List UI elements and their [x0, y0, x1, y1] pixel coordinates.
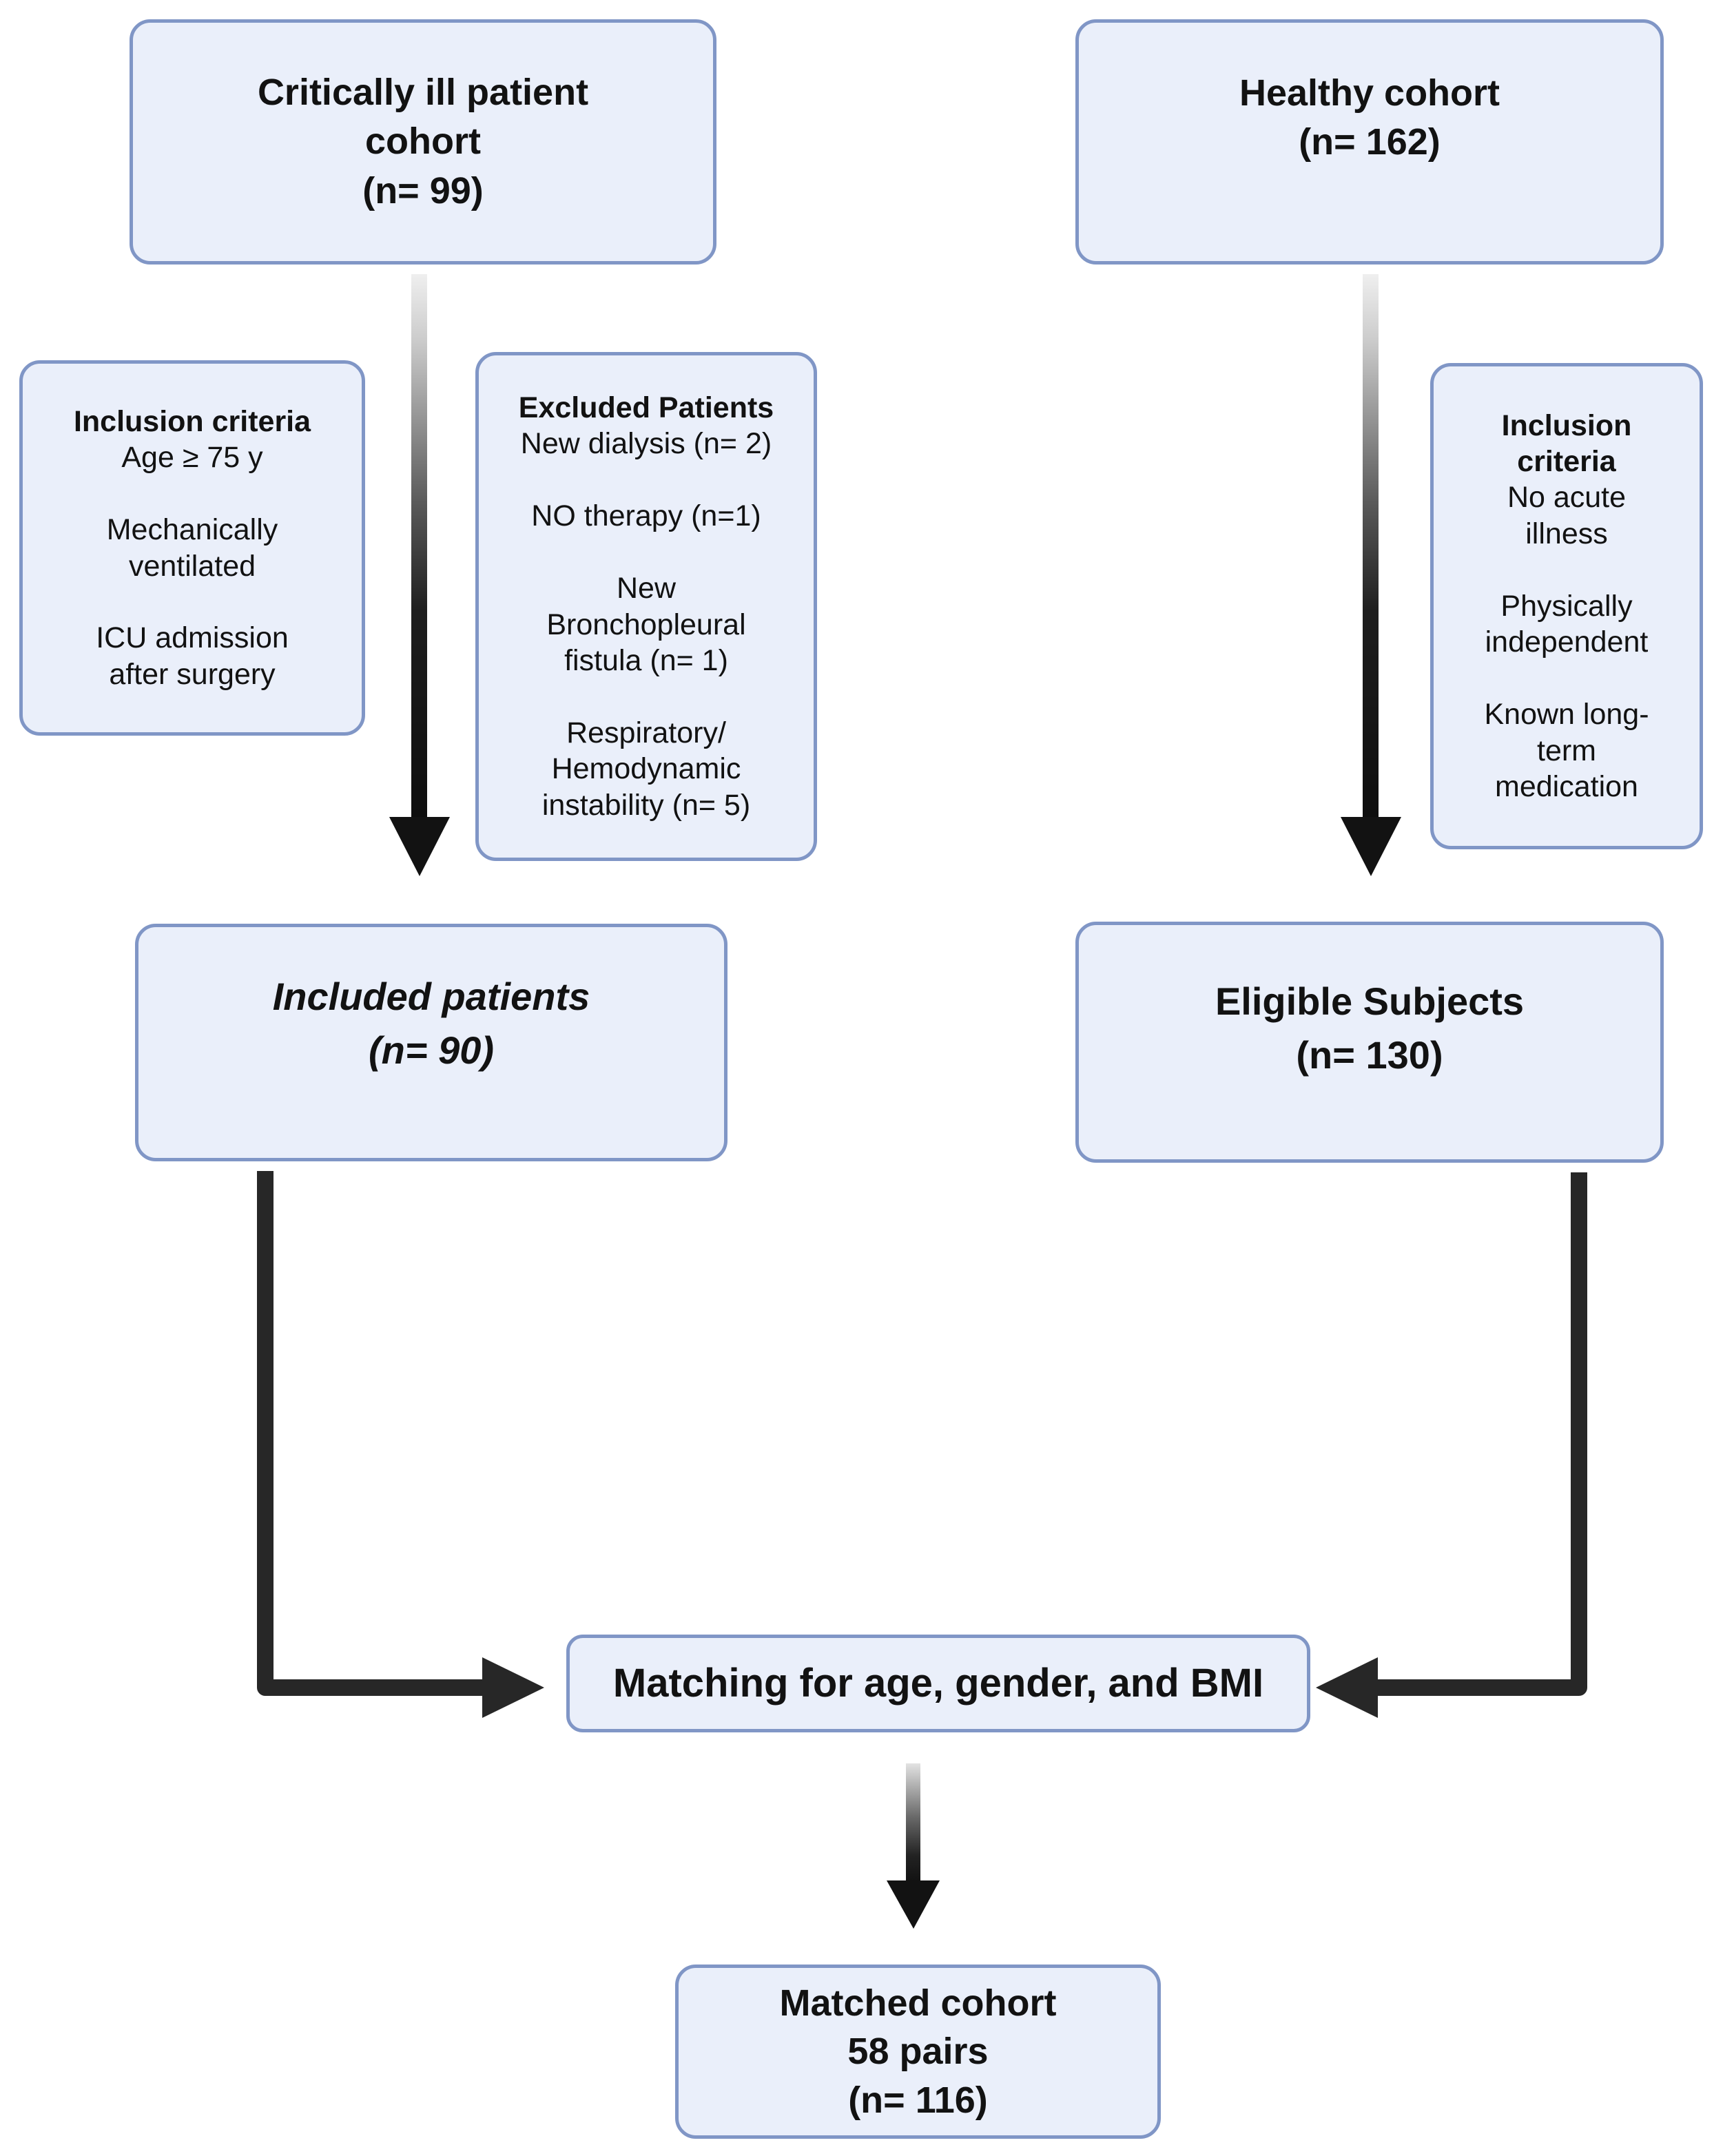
text-line	[23, 476, 362, 512]
text-line: instability (n= 5)	[541, 788, 751, 822]
text-line: (n= 130)	[1296, 1033, 1443, 1077]
box-inclusion-criteria-left: Inclusion criteria Age ≥ 75 y Mechanical…	[19, 360, 365, 736]
box-healthy-cohort: Healthy cohort (n= 162)	[1075, 19, 1664, 265]
text-line: medication	[1495, 770, 1638, 804]
box-included-patients: Included patients (n= 90)	[135, 924, 727, 1161]
text-line	[1434, 661, 1700, 696]
arrow-head	[887, 1880, 940, 1929]
text-line: independent	[1485, 625, 1649, 659]
box-matching: Matching for age, gender, and BMI	[566, 1635, 1310, 1732]
text-line: Respiratory/	[566, 716, 726, 749]
text-line	[479, 462, 814, 498]
text-line: New dialysis (n= 2)	[520, 427, 772, 461]
text-line: (n= 99)	[362, 169, 484, 211]
arrow-shaft	[1376, 1172, 1587, 1696]
text-line: Included patients	[272, 974, 590, 1018]
text-line: Physically	[1500, 589, 1633, 623]
text-line	[23, 584, 362, 620]
text-line: Excluded Patients	[518, 391, 774, 424]
text-line: term	[1537, 734, 1596, 767]
arrow-matching-to-matched	[887, 1763, 940, 1929]
text-line: Inclusion criteria	[73, 404, 311, 438]
arrow-shaft	[906, 1763, 920, 1882]
text-line: Matching for age, gender, and BMI	[612, 1661, 1264, 1706]
arrow-eligible-to-matching	[1316, 1172, 1587, 1718]
text-line: Matched cohort	[779, 1982, 1057, 2024]
arrow-shaft	[257, 1171, 484, 1696]
text-line: NO therapy (n=1)	[531, 499, 761, 533]
text-line: cohort	[365, 121, 481, 163]
text-line: Healthy cohort	[1239, 72, 1500, 114]
text-line: after surgery	[109, 657, 276, 691]
text-line: (n= 162)	[1299, 121, 1441, 163]
text-line	[479, 535, 814, 570]
text-line: Age ≥ 75 y	[121, 441, 263, 475]
box-eligible-subjects: Eligible Subjects (n= 130)	[1075, 922, 1664, 1163]
text-line: Critically ill patient	[257, 72, 589, 114]
arrow-head	[389, 817, 450, 876]
box-excluded-patients: Excluded Patients New dialysis (n= 2) NO…	[475, 352, 817, 861]
arrow-shaft	[1363, 274, 1379, 818]
text-line: Eligible Subjects	[1215, 979, 1525, 1023]
box-critically-ill-cohort: Critically ill patient cohort (n= 99)	[130, 19, 716, 265]
text-line: illness	[1525, 517, 1608, 550]
text-line	[479, 678, 814, 714]
text-line: No acute	[1507, 481, 1627, 515]
text-line: 58 pairs	[847, 2031, 989, 2073]
text-line: Known long-	[1484, 698, 1649, 732]
text-line: criteria	[1517, 444, 1616, 478]
arrow-included-to-matching	[257, 1171, 544, 1718]
text-line: Bronchopleural	[546, 608, 746, 641]
text-line: fistula (n= 1)	[564, 643, 728, 677]
arrow-head	[1341, 817, 1401, 876]
text-line: ventilated	[128, 549, 256, 583]
arrow-healthy-to-eligible	[1341, 274, 1401, 876]
text-line: ICU admission	[96, 621, 289, 655]
box-inclusion-criteria-right: Inclusion criteria No acute illness Phys…	[1430, 363, 1703, 849]
text-line: Hemodynamic	[551, 752, 741, 786]
arrow-critically-ill-to-included	[389, 274, 450, 876]
text-line: (n= 90)	[368, 1028, 495, 1072]
text-line: New	[616, 572, 677, 605]
text-line: Inclusion	[1501, 408, 1632, 442]
arrow-head	[1316, 1657, 1378, 1718]
text-line	[1434, 552, 1700, 588]
text-line: (n= 116)	[848, 2079, 988, 2121]
arrow-shaft	[411, 274, 427, 818]
box-matched-cohort: Matched cohort 58 pairs (n= 116)	[675, 1965, 1161, 2139]
text-line: Mechanically	[106, 513, 278, 547]
arrow-head	[482, 1657, 544, 1718]
